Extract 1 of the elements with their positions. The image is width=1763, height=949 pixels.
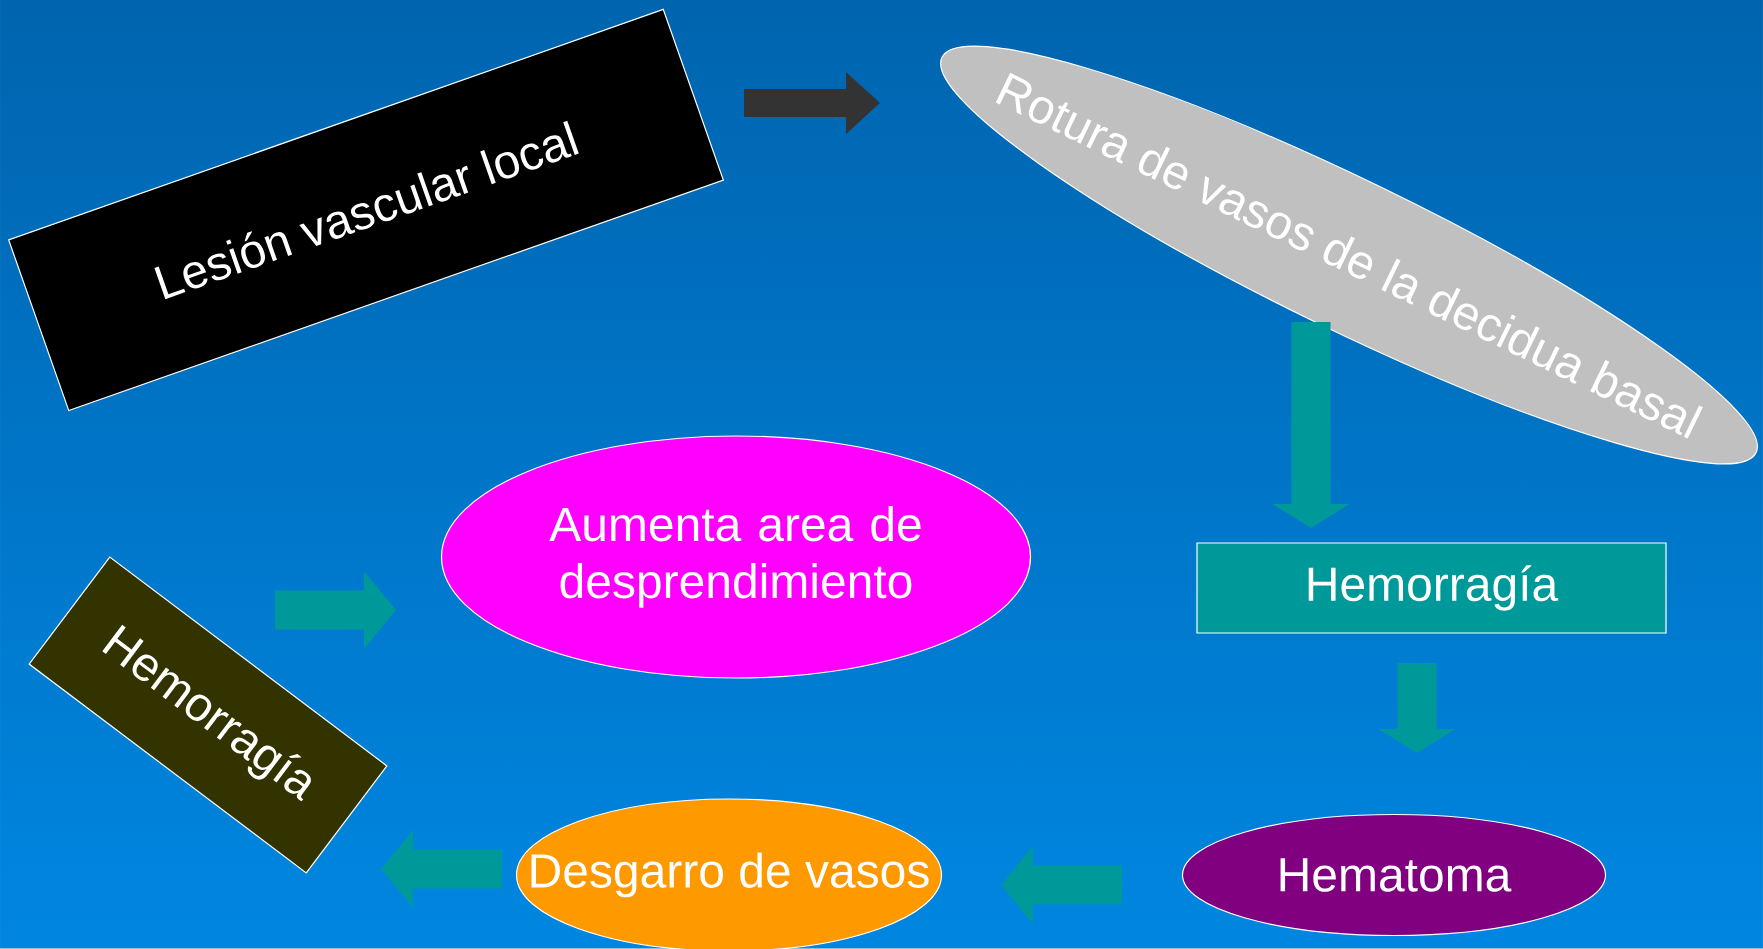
process-box: Hemorragía: [1196, 542, 1667, 634]
